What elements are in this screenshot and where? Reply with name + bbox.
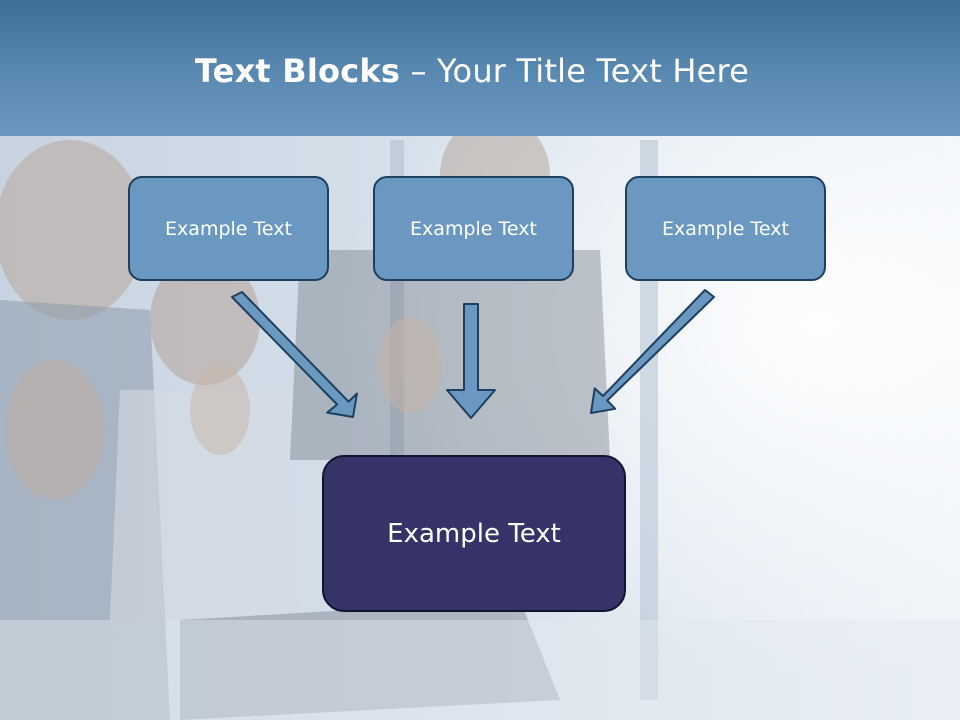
arrow-left (231, 291, 358, 418)
slide-title: Text Blocks – Your Title Text Here (0, 52, 944, 90)
title-regular-text: – Your Title Text Here (400, 52, 750, 90)
arrow-center (446, 303, 496, 419)
text-box-top-center: Example Text (373, 176, 574, 281)
arrow-right (590, 289, 715, 414)
text-box-top-right: Example Text (625, 176, 826, 281)
text-box-bottom: Example Text (322, 455, 626, 612)
text-box-bottom-label: Example Text (387, 518, 561, 549)
text-box-top-left: Example Text (128, 176, 329, 281)
text-box-top-left-label: Example Text (165, 217, 292, 240)
title-bold-text: Text Blocks (194, 52, 401, 90)
text-box-top-center-label: Example Text (410, 217, 537, 240)
text-box-top-right-label: Example Text (662, 217, 789, 240)
title-bar (0, 0, 960, 136)
